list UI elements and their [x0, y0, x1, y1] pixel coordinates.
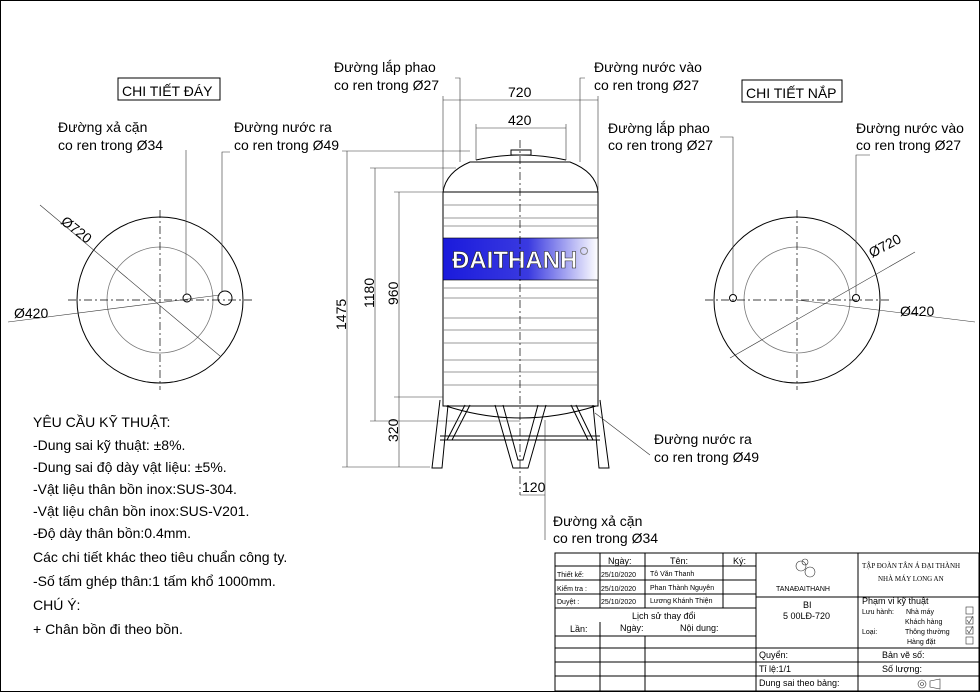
dim-width-lid: 420: [508, 112, 532, 128]
outlet-label: Đường nước ra: [234, 119, 332, 135]
note-title: CHÚ Ý:: [33, 597, 80, 613]
float-top-spec: co ren trong Ø27: [334, 77, 439, 93]
header-content: Nội dung:: [680, 623, 719, 633]
dim-left-inner: Ø420: [14, 305, 48, 321]
normal-option: Thông thường: [905, 629, 950, 636]
drain-label: Đường xả cặn: [58, 119, 147, 135]
drain-bot-spec: co ren trong Ø34: [553, 530, 658, 546]
header-name: Tên:: [670, 556, 688, 566]
dim-leg-height: 320: [385, 418, 401, 442]
scope-title: Phạm vi kỹ thuật: [862, 596, 929, 606]
inlet-hole: [852, 294, 860, 302]
product-code: BI: [803, 600, 812, 610]
customer-checkbox[interactable]: [965, 616, 974, 625]
circulation-label: Lưu hành:: [862, 609, 894, 616]
tank-stand: [431, 399, 610, 469]
dim-right-inner: Ø420: [900, 303, 934, 319]
role: Kiểm tra :: [557, 585, 587, 593]
dim-cyl-height: 960: [385, 281, 401, 305]
requirement-item: -Vật liệu thân bồn inox:SUS-304.: [33, 481, 237, 497]
special-checkbox[interactable]: [965, 636, 974, 645]
outlet-hole: [217, 290, 233, 306]
brand-logo: ĐAITHANH: [452, 247, 577, 274]
role: Thiết kế:: [557, 570, 584, 579]
date: 25/10/2020: [601, 572, 636, 579]
requirements-title: YÊU CẦU KỸ THUẬT:: [33, 414, 170, 430]
scale-label: Tỉ lệ:1/1: [759, 664, 791, 674]
factory-name: NHÀ MÁY LONG AN: [878, 575, 944, 583]
checkboxes: [965, 606, 974, 645]
brand-band: [442, 237, 599, 281]
tank-body: [442, 191, 599, 407]
special-option: Hàng đặt: [907, 639, 935, 646]
inlet-top-spec: co ren trong Ø27: [594, 77, 699, 93]
quantity-label: Số lượng:: [882, 664, 922, 674]
float-spec: co ren trong Ø27: [608, 137, 713, 153]
drain-hole: [182, 293, 192, 303]
bottom-detail-frame: [117, 77, 221, 101]
company-name: TẬP ĐOÀN TÂN Á ĐẠI THÀNH: [862, 562, 960, 570]
requirement-item: -Dung sai kỹ thuật: ±8%.: [33, 437, 185, 453]
customer-option: Khách hàng: [905, 619, 942, 626]
date: 25/10/2020: [601, 586, 636, 593]
lid-detail-frame: [741, 79, 843, 103]
book-label: Quyển:: [759, 650, 788, 660]
factory-checkbox[interactable]: [965, 606, 974, 615]
lid-detail-title: CHI TIẾT NẮP: [746, 84, 837, 101]
inlet-spec: co ren trong Ø27: [856, 137, 961, 153]
note-text: + Chân bồn đi theo bồn.: [33, 621, 183, 637]
name: Phan Thành Nguyên: [650, 585, 714, 592]
product-model: 5 00LĐ-720: [783, 611, 830, 621]
company-logo-icon: [795, 558, 816, 578]
header-revision: Lần:: [570, 624, 588, 634]
requirement-item: -Số tấm ghép thân:1 tấm khổ 1000mm.: [33, 573, 276, 589]
float-label: Đường lắp phao: [608, 120, 710, 136]
header-revision-date: Ngày:: [620, 623, 644, 633]
dim-right-outer: Ø720: [866, 230, 904, 260]
dim-total-height: 1475: [333, 299, 349, 330]
drain-spec: co ren trong Ø34: [58, 137, 163, 153]
inlet-label: Đường nước vào: [856, 120, 964, 136]
requirement-item: -Dung sai độ dày vật liệu: ±5%.: [33, 459, 227, 475]
drawing-number-label: Bản vẽ số:: [882, 650, 925, 660]
drain-bot-label: Đường xả cặn: [553, 513, 642, 529]
bottom-detail-title: CHI TIẾT ĐÁY: [122, 83, 213, 99]
role: Duyệt :: [557, 599, 579, 606]
normal-checkbox[interactable]: [965, 626, 974, 635]
factory-option: Nhà máy: [906, 609, 935, 616]
requirement-item: Các chi tiết khác theo tiêu chuẩn công t…: [33, 549, 287, 565]
lid-detail: CHI TIẾT NẮP Đường lắp phao co ren trong…: [608, 79, 976, 390]
dim-body-height: 1180: [361, 278, 377, 308]
dim-width-outer: 720: [508, 84, 532, 100]
header-sign: Ký:: [733, 556, 746, 566]
logo-text: TANAÐAITHANH: [776, 586, 830, 593]
name: Lương Khánh Thiện: [650, 598, 713, 605]
tank-elevation: ĐAITHANH 720 420 Đường lắp phao co ren t…: [333, 59, 759, 546]
outlet-spec: co ren trong Ø49: [234, 137, 339, 153]
float-hole: [729, 294, 737, 302]
technical-requirements: YÊU CẦU KỸ THUẬT: -Dung sai kỹ thuật: ±8…: [33, 414, 287, 637]
dim-left-outer: Ø720: [58, 213, 95, 247]
outlet-mid-label: Đường nước ra: [654, 431, 752, 447]
type-label: Loại:: [862, 629, 877, 636]
header-date: Ngày:: [608, 556, 632, 566]
history-title: Lịch sử thay đổi: [632, 611, 696, 621]
inlet-top-label: Đường nước vào: [594, 59, 702, 75]
dim-drain-offset: 120: [522, 479, 546, 495]
outlet-mid-spec: co ren trong Ø49: [654, 449, 759, 465]
name: Tô Văn Thanh: [650, 571, 694, 578]
date: 25/10/2020: [601, 599, 636, 606]
float-top-label: Đường lắp phao: [334, 59, 436, 75]
projection-symbol-icon: [917, 678, 941, 690]
bottom-detail: CHI TIẾT ĐÁY Đường xả cặn co ren trong Ø…: [7, 77, 339, 390]
requirement-item: -Độ dày thân bồn:0.4mm.: [33, 525, 191, 541]
tolerance-label: Dung sai theo bảng:: [759, 678, 840, 688]
title-block: Ngày: Tên: Ký: Thiết kế: 25/10/2020 Tô V…: [554, 552, 980, 692]
requirement-item: -Vật liệu chân bồn inox:SUS-V201.: [33, 503, 249, 519]
